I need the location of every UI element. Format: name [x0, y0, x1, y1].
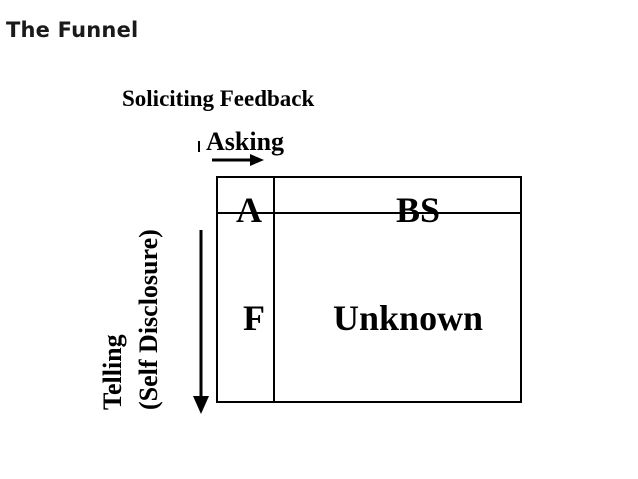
telling-label: Telling	[98, 334, 127, 410]
right-arrow-icon	[212, 154, 264, 166]
soliciting-feedback-label: Soliciting Feedback	[122, 86, 315, 111]
funnel-grid	[216, 176, 522, 403]
slide-title: The Funnel	[6, 18, 139, 42]
cell-bs: BS	[396, 190, 441, 230]
cell-a: A	[236, 190, 262, 230]
grid-vertical-divider	[273, 176, 275, 403]
down-arrow-icon	[193, 230, 209, 414]
cell-f: F	[243, 298, 265, 338]
self-disclosure-label: (Self Disclosure)	[134, 229, 164, 410]
grid-horizontal-divider	[216, 212, 522, 214]
cell-unknown: Unknown	[333, 298, 484, 338]
asking-tick-mark	[198, 141, 200, 152]
asking-label: Asking	[206, 127, 285, 156]
